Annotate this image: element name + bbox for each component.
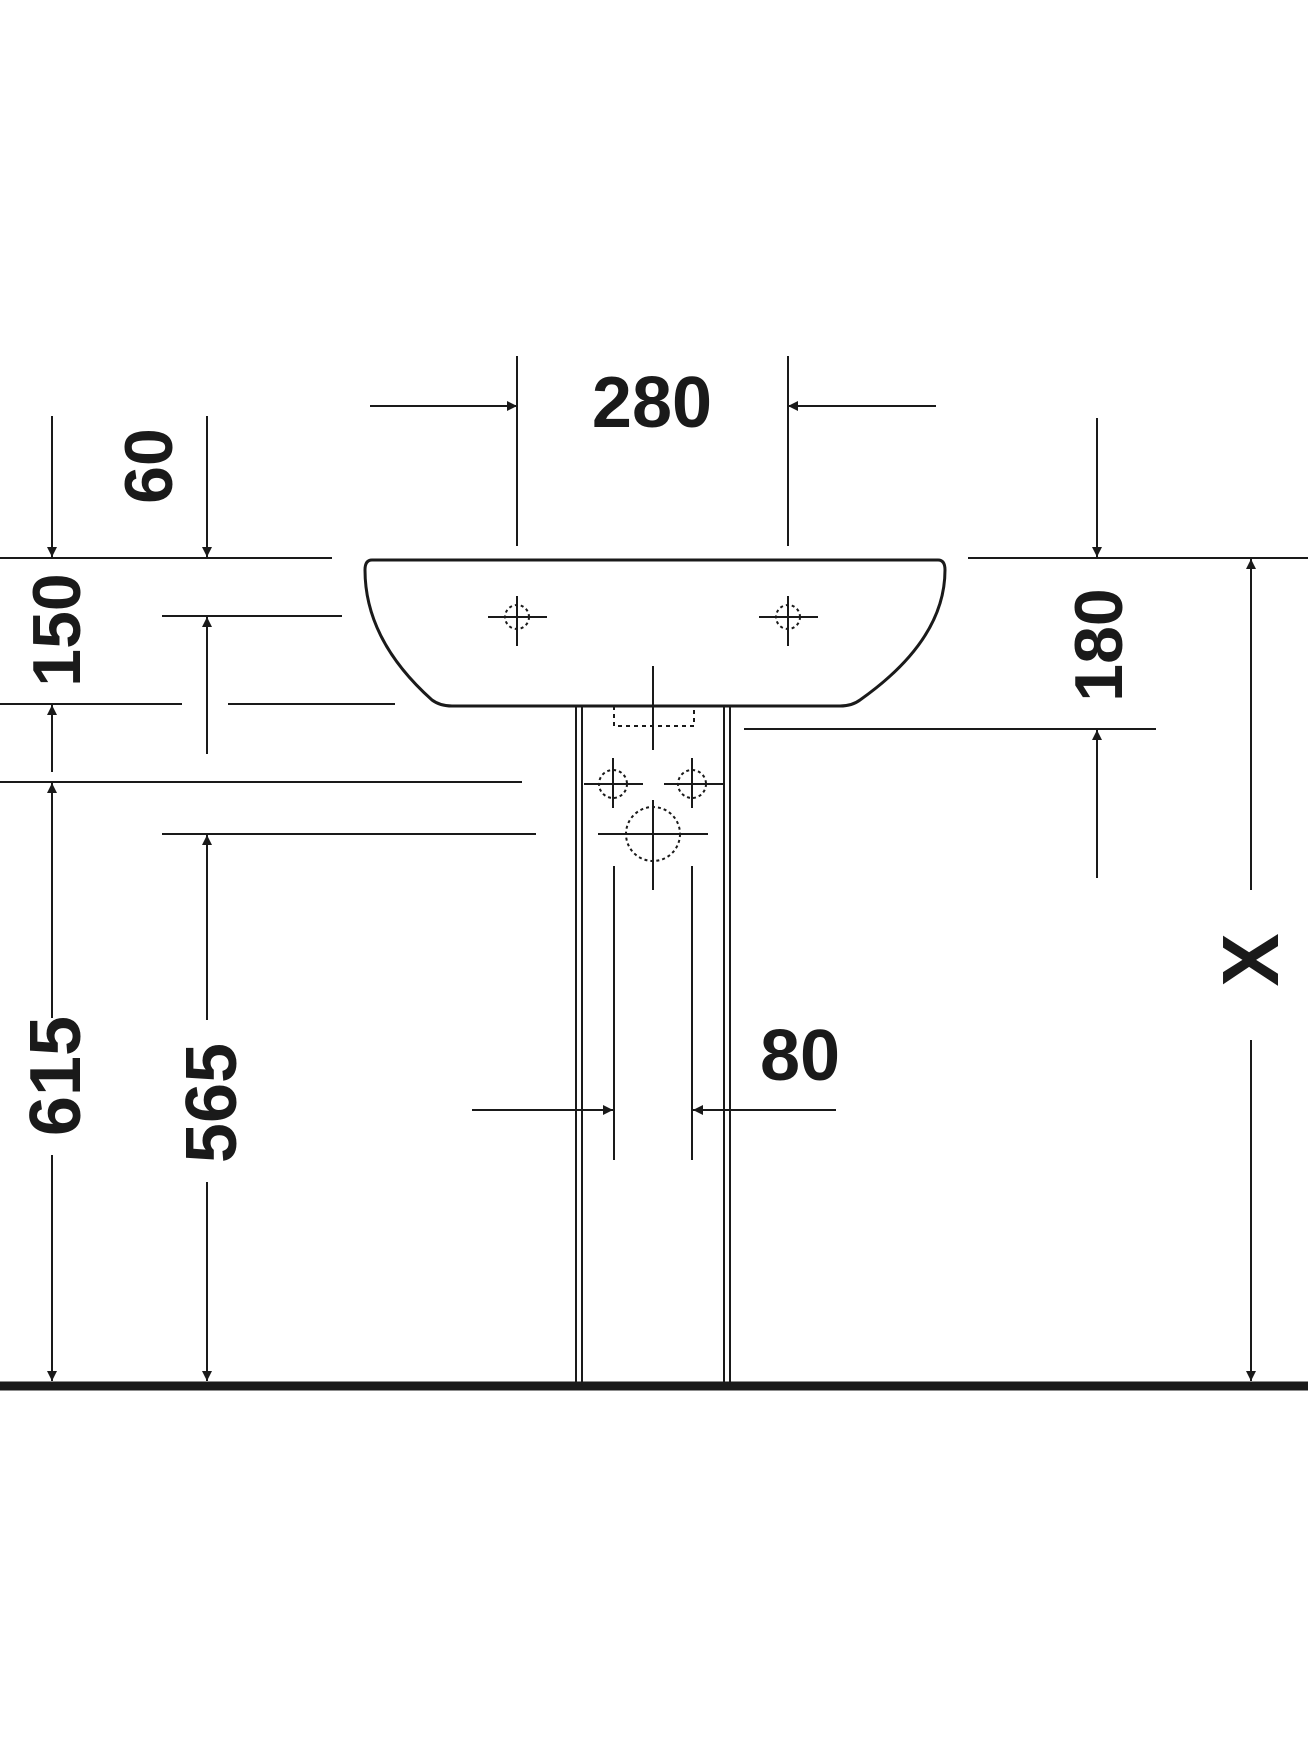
tap-hole-left <box>488 596 547 646</box>
label-60: 60 <box>111 428 187 504</box>
tap-hole-right <box>759 596 818 646</box>
label-565: 565 <box>172 1043 252 1163</box>
waste-outlet <box>598 800 708 890</box>
label-x: X <box>1206 933 1295 986</box>
label-615: 615 <box>16 1016 96 1136</box>
label-280: 280 <box>592 363 712 443</box>
supply-right <box>664 758 723 808</box>
label-150: 150 <box>19 573 95 686</box>
basin-outline <box>363 558 947 708</box>
dim-60 <box>47 416 212 557</box>
pedestal <box>575 706 731 1382</box>
dim-80 <box>472 866 836 1160</box>
dim-280 <box>370 356 936 546</box>
label-180: 180 <box>1061 588 1137 701</box>
supply-left <box>584 758 643 808</box>
label-80: 80 <box>760 1016 840 1096</box>
